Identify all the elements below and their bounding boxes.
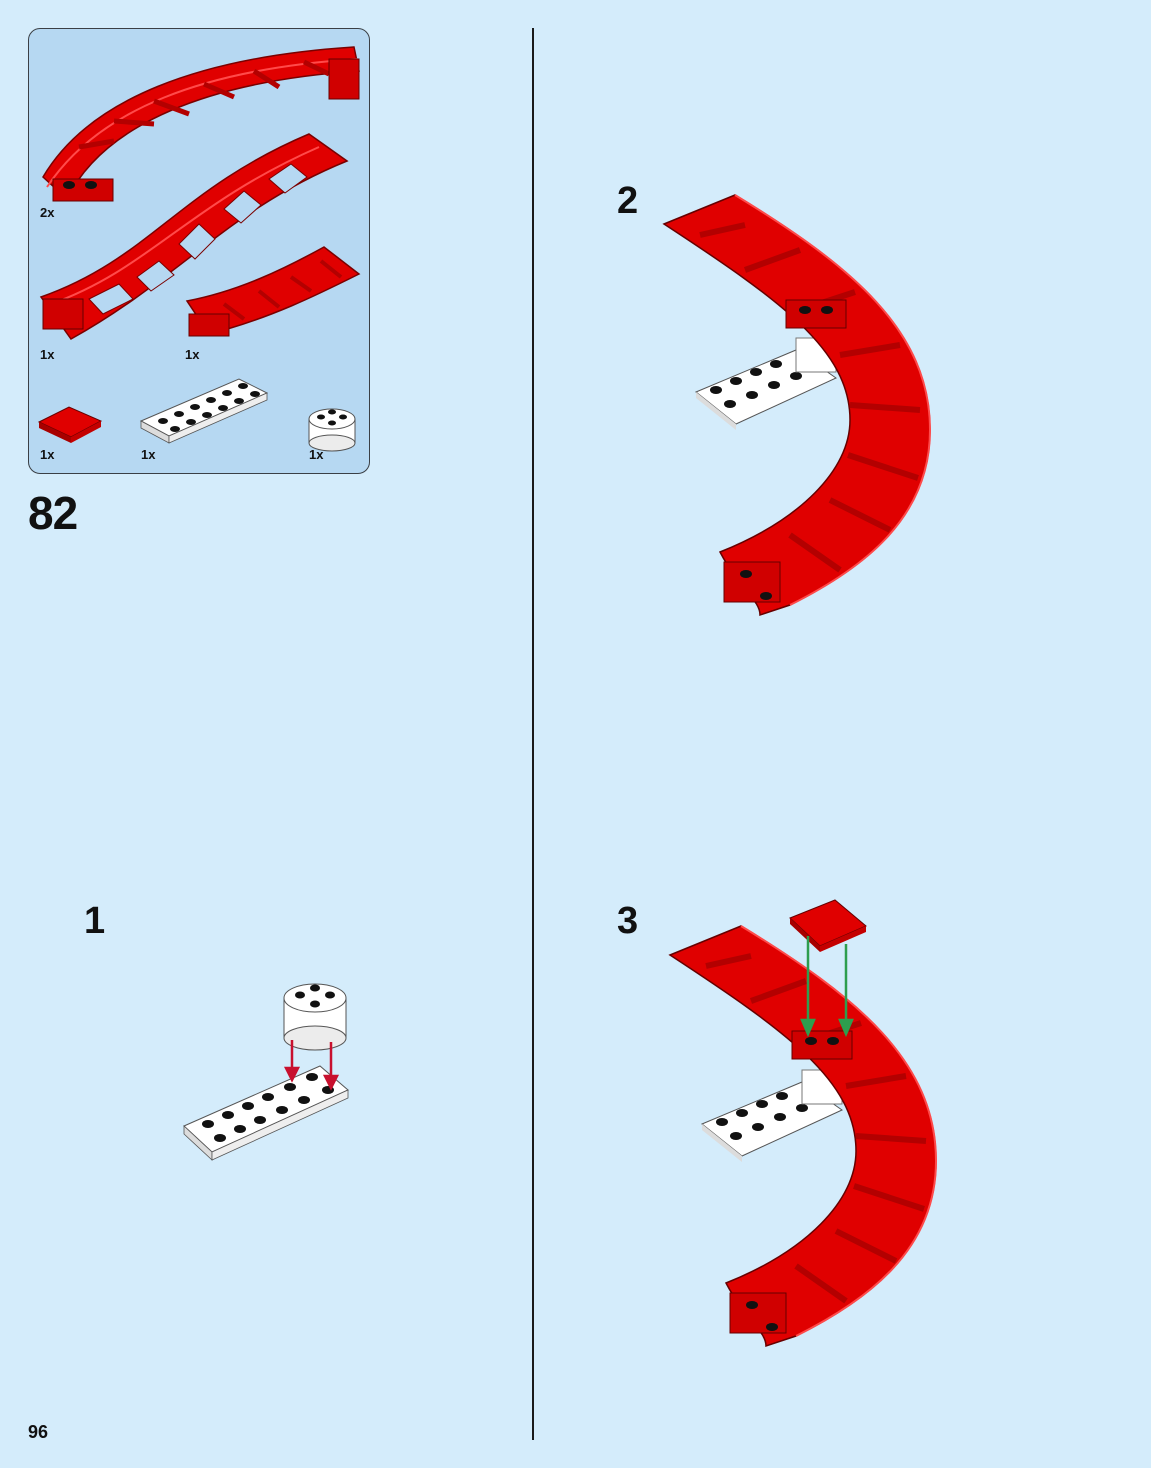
- page-number: 96: [28, 1422, 48, 1443]
